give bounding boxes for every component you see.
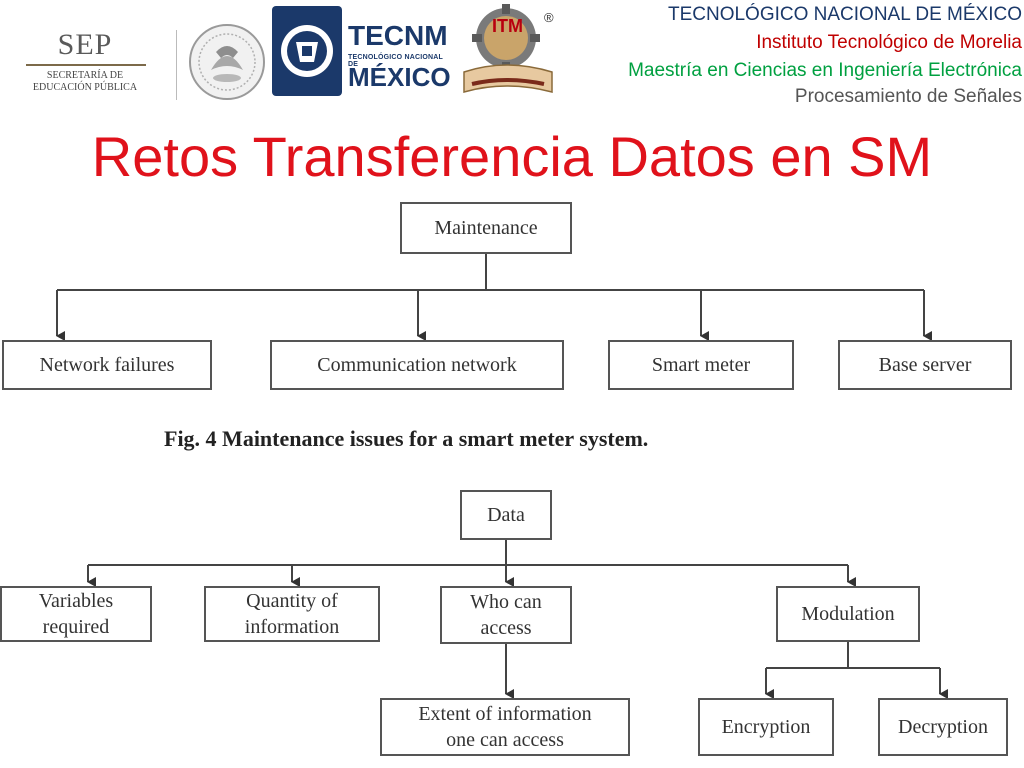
node-quantity-information-line1: Quantity of [246, 590, 338, 612]
node-smart-meter: Smart meter [608, 340, 794, 390]
logo-divider [176, 30, 177, 100]
slide-title: Retos Transferencia Datos en SM [91, 125, 933, 188]
tecnm-logo-line3: MÉXICO [348, 62, 451, 92]
header-institution: TECNOLÓGICO NACIONAL DE MÉXICO [667, 4, 1022, 25]
node-maintenance: Maintenance [400, 202, 572, 254]
header-institute: Instituto Tecnológico de Morelia [756, 32, 1022, 53]
sep-logo-text: SEP [57, 28, 113, 61]
node-extent-information-line2: one can access [446, 729, 564, 751]
figure4-caption: Fig. 4 Maintenance issues for a smart me… [164, 426, 649, 451]
node-quantity-information: Quantity of information [204, 586, 380, 642]
node-variables-required-line2: required [42, 616, 110, 638]
node-extent-information-line1: Extent of information [418, 703, 592, 725]
itm-logo-letters: ITM [492, 16, 523, 36]
itm-logo: ITM ® [458, 2, 564, 100]
mexico-seal-icon [189, 24, 265, 100]
node-variables-required-line1: Variables [38, 590, 114, 612]
sep-logo: SEP SECRETARÍA DE EDUCACIÓN PÚBLICA [20, 20, 170, 100]
node-who-can-access-line2: access [480, 617, 532, 639]
node-who-can-access-line1: Who can [470, 591, 542, 613]
sep-logo-rule [26, 64, 146, 66]
node-extent-information: Extent of information one can access [380, 698, 630, 756]
sep-logo-subtitle: SECRETARÍA DE EDUCACIÓN PÚBLICA [20, 70, 150, 94]
node-encryption: Encryption [698, 698, 834, 756]
node-data: Data [460, 490, 552, 540]
node-variables-required: Variables required [0, 586, 152, 642]
tecnm-logo: TECNM TECNOLÓGICO NACIONAL DE MÉXICO [268, 0, 454, 102]
registered-mark: ® [544, 10, 554, 25]
node-quantity-information-line2: information [244, 616, 340, 638]
tecnm-logo-line2: TECNOLÓGICO NACIONAL DE [348, 54, 443, 68]
node-network-failures: Network failures [2, 340, 212, 390]
tecnm-logo-line1: TECNM [348, 20, 448, 51]
itm-gear-book-icon [463, 4, 553, 93]
node-who-can-access: Who can access [440, 586, 572, 644]
tecnm-emblem-icon [272, 6, 342, 96]
sep-subtitle-line2: EDUCACIÓN PÚBLICA [32, 82, 138, 93]
sep-subtitle-line1: SECRETARÍA DE [46, 70, 124, 81]
node-communication-network: Communication network [270, 340, 564, 390]
header-course: Procesamiento de Señales [794, 86, 1022, 107]
node-decryption: Decryption [878, 698, 1008, 756]
node-base-server: Base server [838, 340, 1012, 390]
node-modulation: Modulation [776, 586, 920, 642]
header-program: Maestría en Ciencias en Ingeniería Elect… [628, 60, 1022, 81]
